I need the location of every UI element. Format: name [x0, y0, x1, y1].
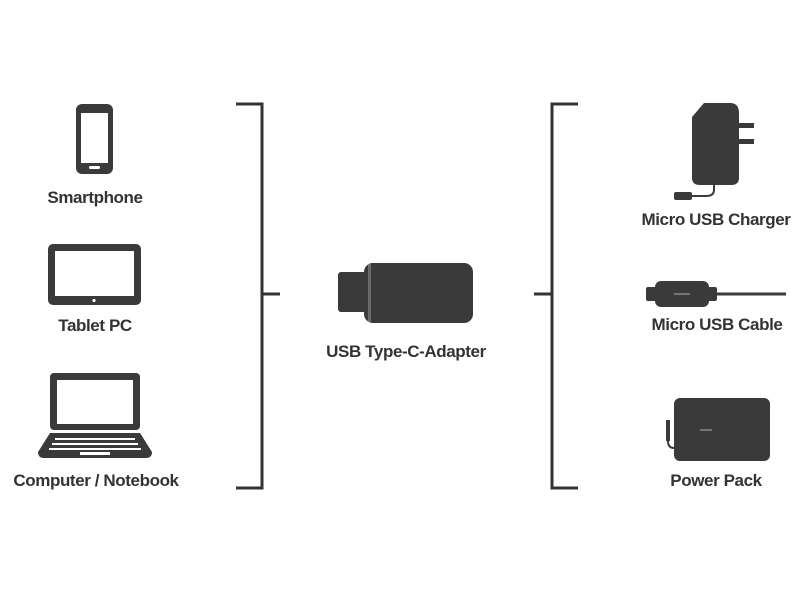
right-bracket: [534, 102, 578, 490]
charger-icon: [674, 103, 754, 200]
usb-c-adapter-icon: [338, 263, 473, 323]
label-micro-usb-charger: Micro USB Charger: [641, 210, 791, 229]
label-computer-notebook: Computer / Notebook: [13, 471, 179, 490]
label-usb-type-c-adapter: USB Type-C-Adapter: [326, 342, 486, 361]
power-bank-icon: [666, 398, 770, 461]
smartphone-icon: [76, 104, 113, 174]
laptop-icon: [38, 373, 152, 458]
label-power-pack: Power Pack: [670, 471, 762, 490]
tablet-icon: [48, 244, 141, 305]
label-tablet-pc: Tablet PC: [58, 316, 132, 335]
label-smartphone: Smartphone: [47, 188, 143, 207]
left-bracket: [236, 102, 280, 490]
usb-cable-icon: [646, 281, 786, 307]
label-micro-usb-cable: Micro USB Cable: [651, 315, 783, 334]
